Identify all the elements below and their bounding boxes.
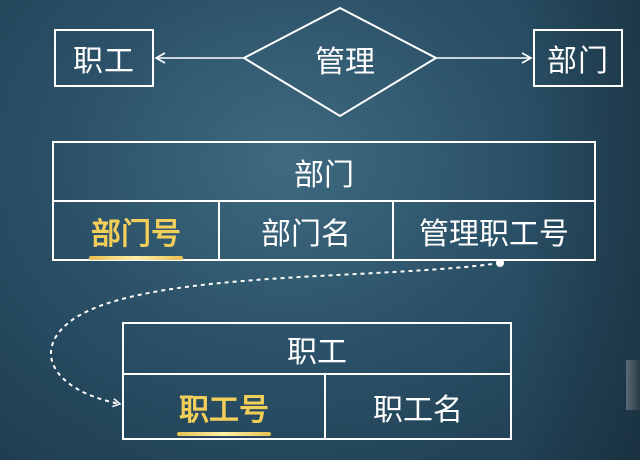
column-dept-name: 部门名 (218, 202, 392, 259)
foreign-key-reference-arrow (49, 262, 501, 408)
column-emp-id: 职工号 (124, 375, 324, 438)
employee-table-title: 职工 (124, 324, 510, 375)
entity-employee-label: 职工 (73, 44, 135, 79)
column-dept-id: 部门号 (54, 202, 218, 260)
column-manager-emp-id: 管理职工号 (392, 202, 594, 259)
relationship-diamond (241, 6, 439, 118)
entity-employee: 职工 (54, 29, 154, 87)
entity-department-label: 部门 (547, 44, 609, 79)
employee-table-columns: 职工号 职工名 (124, 375, 510, 438)
employee-table: 职工 职工号 职工名 (122, 322, 512, 440)
department-table-title: 部门 (54, 143, 594, 202)
column-emp-name: 职工名 (324, 375, 510, 438)
decorative-block (626, 360, 640, 410)
entity-department: 部门 (533, 29, 623, 87)
background-shade (520, 0, 640, 460)
relationship-label: 管理 (315, 45, 375, 80)
department-table-columns: 部门号 部门名 管理职工号 (54, 202, 594, 260)
primary-key-emp-id: 职工号 (177, 385, 271, 436)
primary-key-dept-id: 部门号 (89, 209, 183, 260)
department-table: 部门 部门号 部门名 管理职工号 (52, 141, 596, 261)
